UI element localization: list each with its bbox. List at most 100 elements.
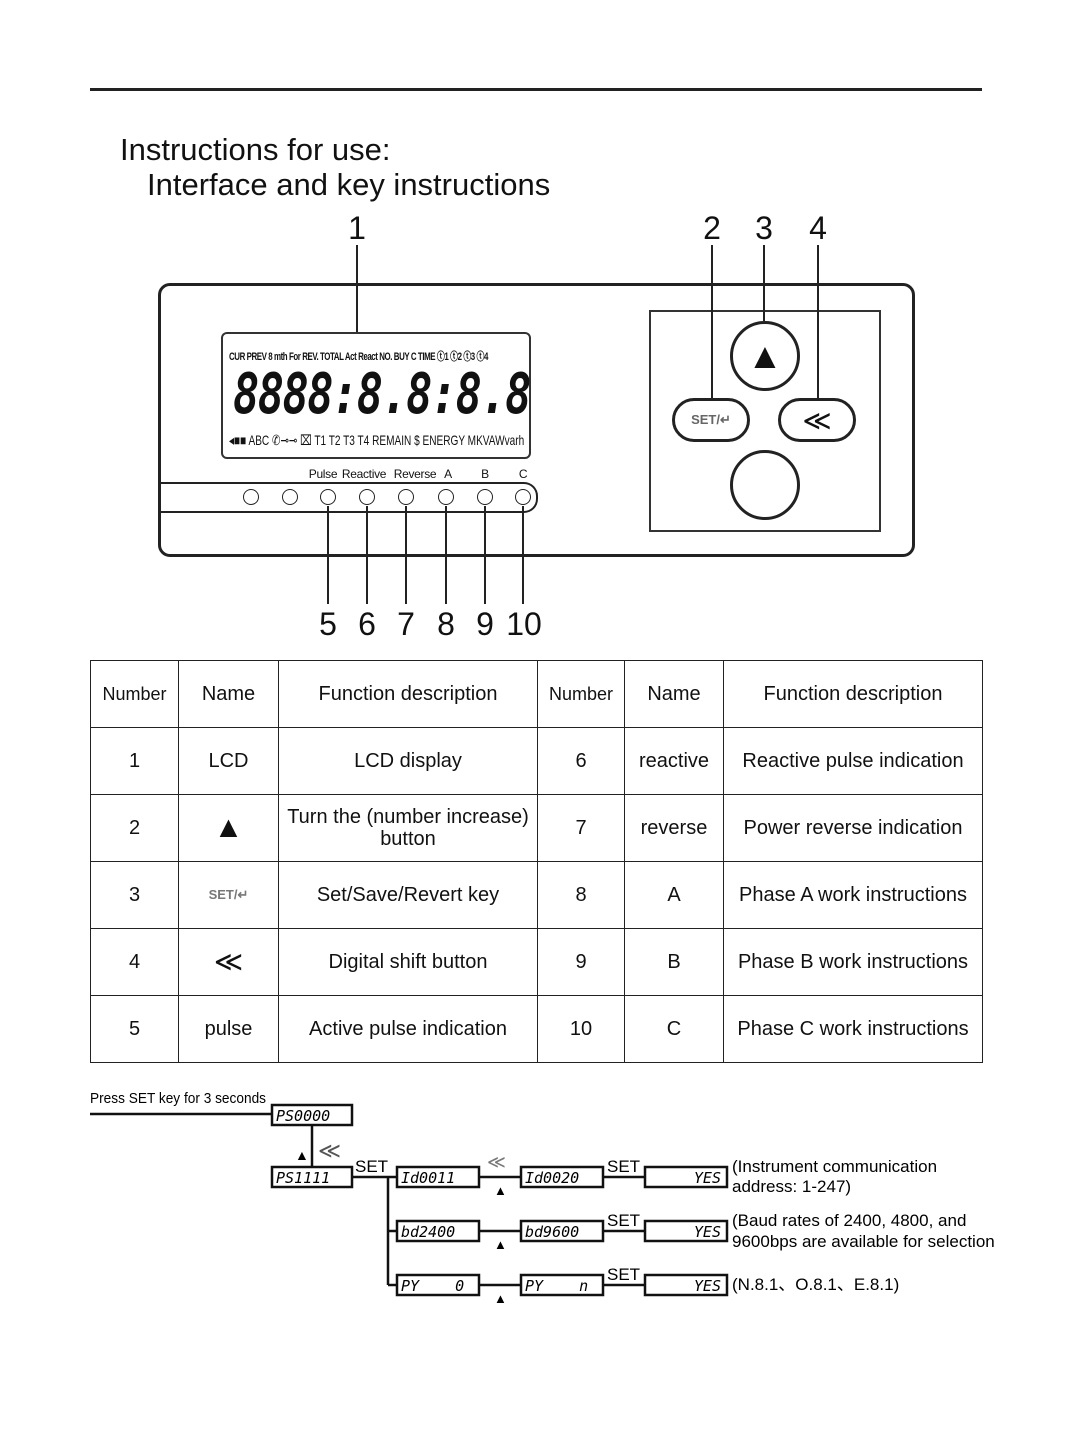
led bbox=[282, 489, 298, 505]
start-label: Press SET key for 3 seconds bbox=[90, 1090, 266, 1107]
cell-name: reactive bbox=[624, 727, 724, 795]
up-arrow-icon: ▲ bbox=[295, 1147, 309, 1163]
led-c bbox=[515, 489, 531, 505]
note: 9600bps are available for selection bbox=[732, 1232, 995, 1251]
callout-10: 10 bbox=[506, 606, 542, 642]
display-text: Id0011 bbox=[401, 1169, 455, 1187]
cell-description: Phase B work instructions bbox=[723, 928, 983, 996]
display-box-id2: Id0020 bbox=[519, 1165, 605, 1189]
cell-number: 9 bbox=[537, 928, 625, 996]
led bbox=[243, 489, 259, 505]
note: (Instrument communication bbox=[732, 1157, 937, 1176]
meter-panel bbox=[158, 283, 915, 557]
display-text: PY n bbox=[525, 1277, 588, 1295]
callout-7: 7 bbox=[397, 606, 415, 642]
shift-button[interactable]: ≪ bbox=[778, 398, 856, 442]
callout-2: 2 bbox=[703, 210, 721, 246]
callout-8: 8 bbox=[437, 606, 455, 642]
leader-line bbox=[711, 245, 713, 398]
cell-description: Set/Save/Revert key bbox=[278, 861, 538, 929]
keypad bbox=[649, 310, 881, 532]
cell-description: Digital shift button bbox=[278, 928, 538, 996]
label-a: A bbox=[444, 467, 452, 481]
label-reverse: Reverse bbox=[393, 467, 437, 481]
section-title: Interface and key instructions bbox=[147, 167, 551, 202]
leader-line bbox=[445, 506, 447, 604]
triangle-up-icon: ▲ bbox=[747, 335, 783, 376]
leader-line bbox=[366, 506, 368, 604]
cell-description: Phase C work instructions bbox=[723, 995, 983, 1063]
cell-number: 2 bbox=[90, 794, 179, 862]
lcd-indicators-top: CUR PREV 8 mth For REV. TOTAL Act React … bbox=[229, 351, 489, 363]
display-text: PS1111 bbox=[276, 1169, 330, 1187]
cell-name: ≪ bbox=[178, 928, 279, 996]
display-box-bd1: bd2400 bbox=[395, 1219, 481, 1243]
lcd-digits: 8888:8.8:8.8 bbox=[233, 362, 531, 427]
led-b bbox=[477, 489, 493, 505]
cell-description: LCD display bbox=[278, 727, 538, 795]
cell-name: A bbox=[624, 861, 724, 929]
set-label: SET bbox=[607, 1211, 640, 1230]
set-button[interactable]: SET/↵ bbox=[672, 398, 750, 442]
label-b: B bbox=[481, 467, 489, 481]
header-name: Name bbox=[178, 660, 279, 728]
display-box-yes: YES bbox=[643, 1165, 729, 1189]
set-label: SET bbox=[355, 1157, 388, 1176]
header-description: Function description bbox=[723, 660, 983, 728]
leader-line bbox=[763, 245, 765, 321]
cell-number: 3 bbox=[90, 861, 179, 929]
leader-line bbox=[484, 506, 486, 604]
lcd-display: CUR PREV 8 mth For REV. TOTAL Act React … bbox=[221, 332, 531, 459]
note: address: 1-247) bbox=[732, 1177, 851, 1196]
cell-description: Reactive pulse indication bbox=[723, 727, 983, 795]
set-label: SET bbox=[607, 1157, 640, 1176]
top-rule bbox=[90, 88, 982, 91]
cell-number: 4 bbox=[90, 928, 179, 996]
display-text: PY 0 bbox=[401, 1277, 464, 1295]
header-number: Number bbox=[537, 660, 625, 728]
cell-number: 10 bbox=[537, 995, 625, 1063]
display-box-yes: YES bbox=[643, 1273, 729, 1297]
display-text: YES bbox=[694, 1169, 721, 1187]
header-number: Number bbox=[90, 660, 179, 728]
cell-name: LCD bbox=[178, 727, 279, 795]
page-title: Instructions for use: bbox=[120, 132, 391, 167]
cell-name: reverse bbox=[624, 794, 724, 862]
cell-description: Phase A work instructions bbox=[723, 861, 983, 929]
label-reactive: Reactive bbox=[341, 467, 387, 481]
cell-number: 8 bbox=[537, 861, 625, 929]
leader-line bbox=[405, 506, 407, 604]
cell-name: C bbox=[624, 995, 724, 1063]
display-box-ps0: PS0000 bbox=[270, 1103, 354, 1127]
set-label: SET bbox=[607, 1265, 640, 1284]
up-button[interactable]: ▲ bbox=[730, 321, 800, 391]
down-button[interactable] bbox=[730, 450, 800, 520]
indicator-strip bbox=[160, 482, 538, 513]
callout-1: 1 bbox=[348, 210, 366, 246]
display-box-yes: YES bbox=[643, 1219, 729, 1243]
display-box-bd2: bd9600 bbox=[519, 1219, 605, 1243]
display-box-id1: Id0011 bbox=[395, 1165, 481, 1189]
cell-number: 1 bbox=[90, 727, 179, 795]
cell-name: SET/↵ bbox=[178, 861, 279, 929]
note: (Baud rates of 2400, 4800, and bbox=[732, 1211, 966, 1230]
set-enter-icon: SET/↵ bbox=[691, 412, 731, 427]
up-arrow-icon: ▲ bbox=[494, 1183, 507, 1198]
display-box-ps1: PS1111 bbox=[270, 1165, 354, 1189]
leader-line bbox=[327, 506, 329, 604]
cell-number: 5 bbox=[90, 995, 179, 1063]
table-header: Number Name Function description Number … bbox=[90, 660, 983, 728]
callout-6: 6 bbox=[358, 606, 376, 642]
cell-description: Power reverse indication bbox=[723, 794, 983, 862]
callout-5: 5 bbox=[319, 606, 337, 642]
display-text: YES bbox=[694, 1223, 721, 1241]
led-reactive bbox=[359, 489, 375, 505]
display-text: PS0000 bbox=[276, 1107, 330, 1125]
display-text: YES bbox=[694, 1277, 721, 1295]
up-arrow-icon: ▲ bbox=[494, 1237, 507, 1252]
callout-3: 3 bbox=[755, 210, 773, 246]
